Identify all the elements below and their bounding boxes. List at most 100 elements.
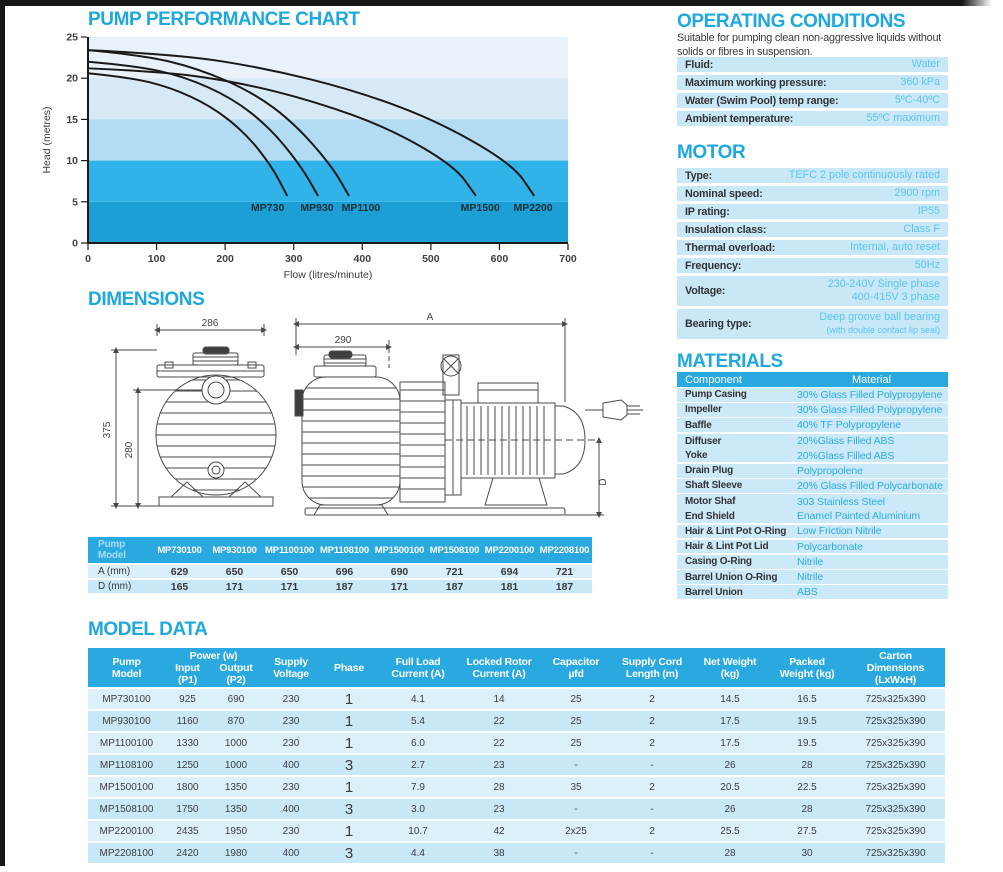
spec-label: Nominal speed: xyxy=(685,187,763,200)
model-data-cell: MP1508100 xyxy=(88,799,165,819)
material-row: Diffuser 20%Glass Filled ABS xyxy=(677,433,948,449)
material-component: Motor Shaf xyxy=(685,496,736,508)
model-data-cell: - xyxy=(540,799,612,819)
model-data-cell: 14.5 xyxy=(692,689,768,709)
model-data-cell: 22.5 xyxy=(768,777,846,797)
model-data-cell: 17.5 xyxy=(692,711,768,731)
spec-label: Type: xyxy=(685,169,712,182)
material-component: Diffuser xyxy=(685,435,722,447)
model-data-cell: 725x325x390 xyxy=(846,755,945,775)
material-component: Drain Plug xyxy=(685,465,734,477)
model-data-cell: 25 xyxy=(540,711,612,731)
model-data-cell: 925 xyxy=(165,689,210,709)
material-component: Casing O-Ring xyxy=(685,556,752,568)
material-component: Barrel Union xyxy=(685,586,743,598)
model-data-cell: 10.7 xyxy=(378,821,458,841)
pump-curve-MP1500 xyxy=(87,67,477,197)
material-name: 20%Glass Filled ABS xyxy=(797,435,895,448)
model-data-cell: MP930100 xyxy=(88,711,165,731)
model-data-cell: 2 xyxy=(612,777,692,797)
material-name: Nitrile xyxy=(797,571,824,584)
model-data-cell: 1 xyxy=(320,733,378,753)
material-component: Impeller xyxy=(685,404,722,416)
material-component: End Shield xyxy=(685,510,735,522)
material-component: Shaft Sleeve xyxy=(685,480,743,492)
model-data-cell: 1330 xyxy=(165,733,210,753)
spec-row: Nominal speed:2900 rpm xyxy=(677,186,948,201)
model-data-cell: 14 xyxy=(458,689,540,709)
model-data-cell: 3 xyxy=(320,799,378,819)
spec-row: Ambient temperature:55ºC maximum xyxy=(677,111,948,126)
dims-row-label: D (mm) xyxy=(88,580,152,593)
spec-value: TEFC 2 pole continuously rated xyxy=(788,169,940,181)
md-header-power-group: Power (w)Input(P1)Output(P2) xyxy=(165,648,262,687)
chart-axes xyxy=(87,37,568,244)
chart-section-title: PUMP PERFORMANCE CHART xyxy=(88,9,360,30)
model-data-cell: 400 xyxy=(262,843,320,863)
dims-value: 694 xyxy=(482,565,537,578)
dims-value: 721 xyxy=(537,565,592,578)
model-data-cell: 30 xyxy=(768,843,846,863)
left-border-bar xyxy=(0,0,5,866)
dims-value: 171 xyxy=(207,580,262,593)
operating-conditions-title: OPERATING CONDITIONS xyxy=(677,11,906,32)
spec-value: IP55 xyxy=(917,205,940,217)
y-tick-label: 25 xyxy=(66,32,78,44)
material-component: Barrel Union O-Ring xyxy=(685,571,778,583)
dims-value: 629 xyxy=(152,565,207,578)
material-name: Polycarbonate xyxy=(797,540,863,553)
spec-row: Water (Swim Pool) temp range:5ºC-40ºC xyxy=(677,93,948,108)
chart-band xyxy=(88,78,568,120)
material-component: Pump Casing xyxy=(685,389,747,401)
x-tick-label: 500 xyxy=(422,253,440,265)
dim-side-partial: 290 xyxy=(335,335,352,346)
dim-side-height: D xyxy=(598,478,609,485)
pump-curve-MP730 xyxy=(87,72,288,197)
model-data-cell: 400 xyxy=(262,799,320,819)
model-data-cell: 28 xyxy=(458,777,540,797)
model-data-cell: 23 xyxy=(458,799,540,819)
model-data-cell: 2x25 xyxy=(540,821,612,841)
model-data-cell: 20.5 xyxy=(692,777,768,797)
model-data-cell: 2 xyxy=(612,733,692,753)
dims-value: 690 xyxy=(372,565,427,578)
spec-label: Frequency: xyxy=(685,259,742,272)
model-data-cell: - xyxy=(612,799,692,819)
spec-value: Internal, auto reset xyxy=(849,241,940,253)
model-data-cell: 2 xyxy=(612,689,692,709)
dims-value: 721 xyxy=(427,565,482,578)
spec-value: Deep groove ball bearing(with double con… xyxy=(819,311,940,335)
model-data-cell: 26 xyxy=(692,799,768,819)
model-data-cell: 400 xyxy=(262,755,320,775)
spec-row: Fluid:Water xyxy=(677,57,948,72)
operating-conditions-intro: Suitable for pumping clean non-aggressiv… xyxy=(677,32,942,58)
materials-header-material: Material xyxy=(851,373,892,386)
model-data-cell: 26 xyxy=(692,755,768,775)
spec-row: Insulation class:Class F xyxy=(677,222,948,237)
spec-label: Fluid: xyxy=(685,58,714,71)
spec-label: Voltage: xyxy=(685,285,726,297)
x-tick-label: 200 xyxy=(216,253,234,265)
dims-header-model: MP1108100 xyxy=(317,537,372,563)
